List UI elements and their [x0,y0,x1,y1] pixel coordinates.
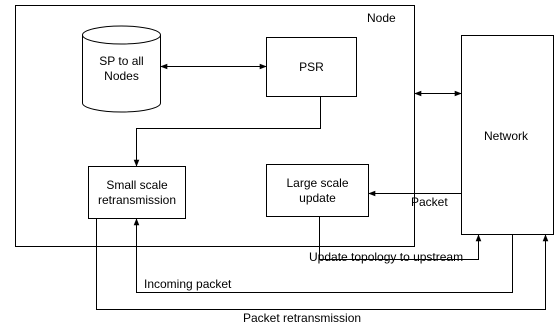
incoming-packet-arrow [133,218,513,293]
small-label-line1: Small scale [106,178,168,192]
network-label: Network [484,129,529,143]
update-topology-label: Update topology to upstream [309,250,463,264]
psr-label: PSR [299,60,324,74]
update-topology-arrow [319,217,482,260]
sp-label-line2: Nodes [104,69,139,83]
node-label: Node [367,11,396,25]
sp-database-cylinder [82,25,161,113]
packet-retransmission-arrow [96,219,549,310]
large-label-line2: update [299,191,336,205]
network-box [461,35,554,235]
incoming-packet-label: Incoming packet [144,277,232,291]
large-scale-update-box [266,164,369,217]
small-label-line2: retransmission [98,193,176,207]
psr-to-small-arrow [133,97,321,167]
packet-retransmission-label: Packet retransmission [243,311,361,325]
large-label-line1: Large scale [286,176,348,190]
packet-label: Packet [411,195,448,209]
sp-label-line1: SP to all [99,54,143,68]
